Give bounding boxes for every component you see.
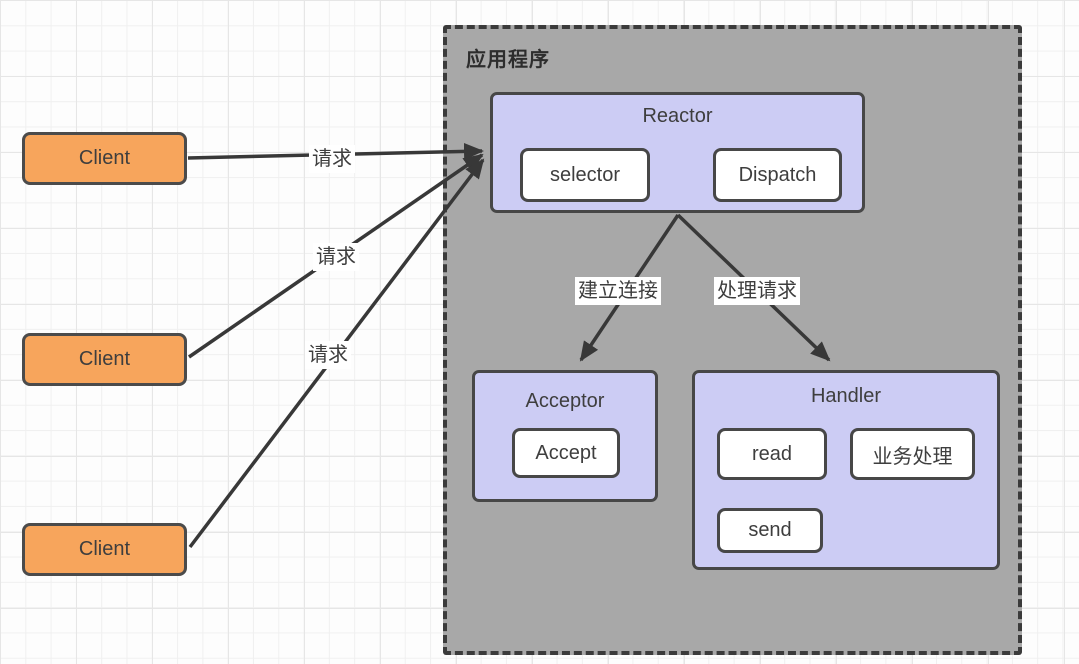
acceptor-box: Acceptor Accept [472,370,658,502]
acceptor-title: Acceptor [525,390,605,412]
request-label-3: 请求 [305,341,351,369]
request-label-1: 请求 [309,145,355,173]
reactor-box: Reactor selector Dispatch [490,92,865,213]
request-label-2: 请求 [313,243,359,271]
business-processing-box: 业务处理 [850,428,975,480]
establish-connection-label: 建立连接 [575,277,661,305]
send-box: send [717,508,823,553]
client-box-3: Client [22,523,187,576]
client-box-1: Client [22,132,187,185]
handler-box: Handler read 业务处理 send [692,370,1000,570]
accept-box: Accept [512,428,620,478]
handle-request-label: 处理请求 [714,277,800,305]
reactor-title: Reactor [642,105,713,127]
dispatch-box: Dispatch [713,148,842,202]
handler-title: Handler [810,385,882,407]
selector-box: selector [520,148,650,202]
client-box-2: Client [22,333,187,386]
read-box: read [717,428,827,480]
application-title: 应用程序 [466,49,550,71]
